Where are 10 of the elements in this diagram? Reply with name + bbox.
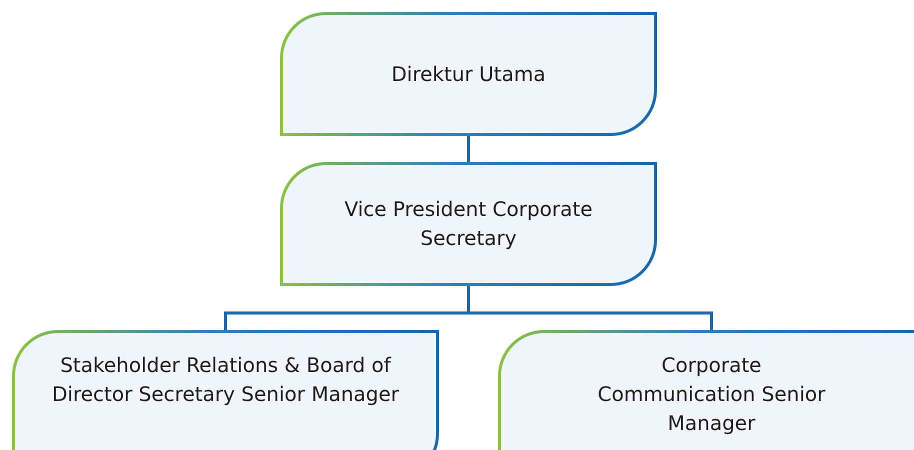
- org-box: [280, 12, 657, 136]
- org-box: [498, 330, 914, 450]
- position-title: Stakeholder Relations & Board of Director Secretary Senior Manager: [50, 352, 400, 408]
- position-title: Corporate Communication Senior Manager: [596, 352, 826, 437]
- org-box: [280, 162, 657, 286]
- position-title: Direktur Utama: [391, 60, 546, 88]
- position-title: Vice President Corporate Secretary: [343, 196, 594, 252]
- connector-line: [467, 286, 713, 330]
- connector-line: [467, 136, 470, 162]
- org-box: [12, 330, 439, 450]
